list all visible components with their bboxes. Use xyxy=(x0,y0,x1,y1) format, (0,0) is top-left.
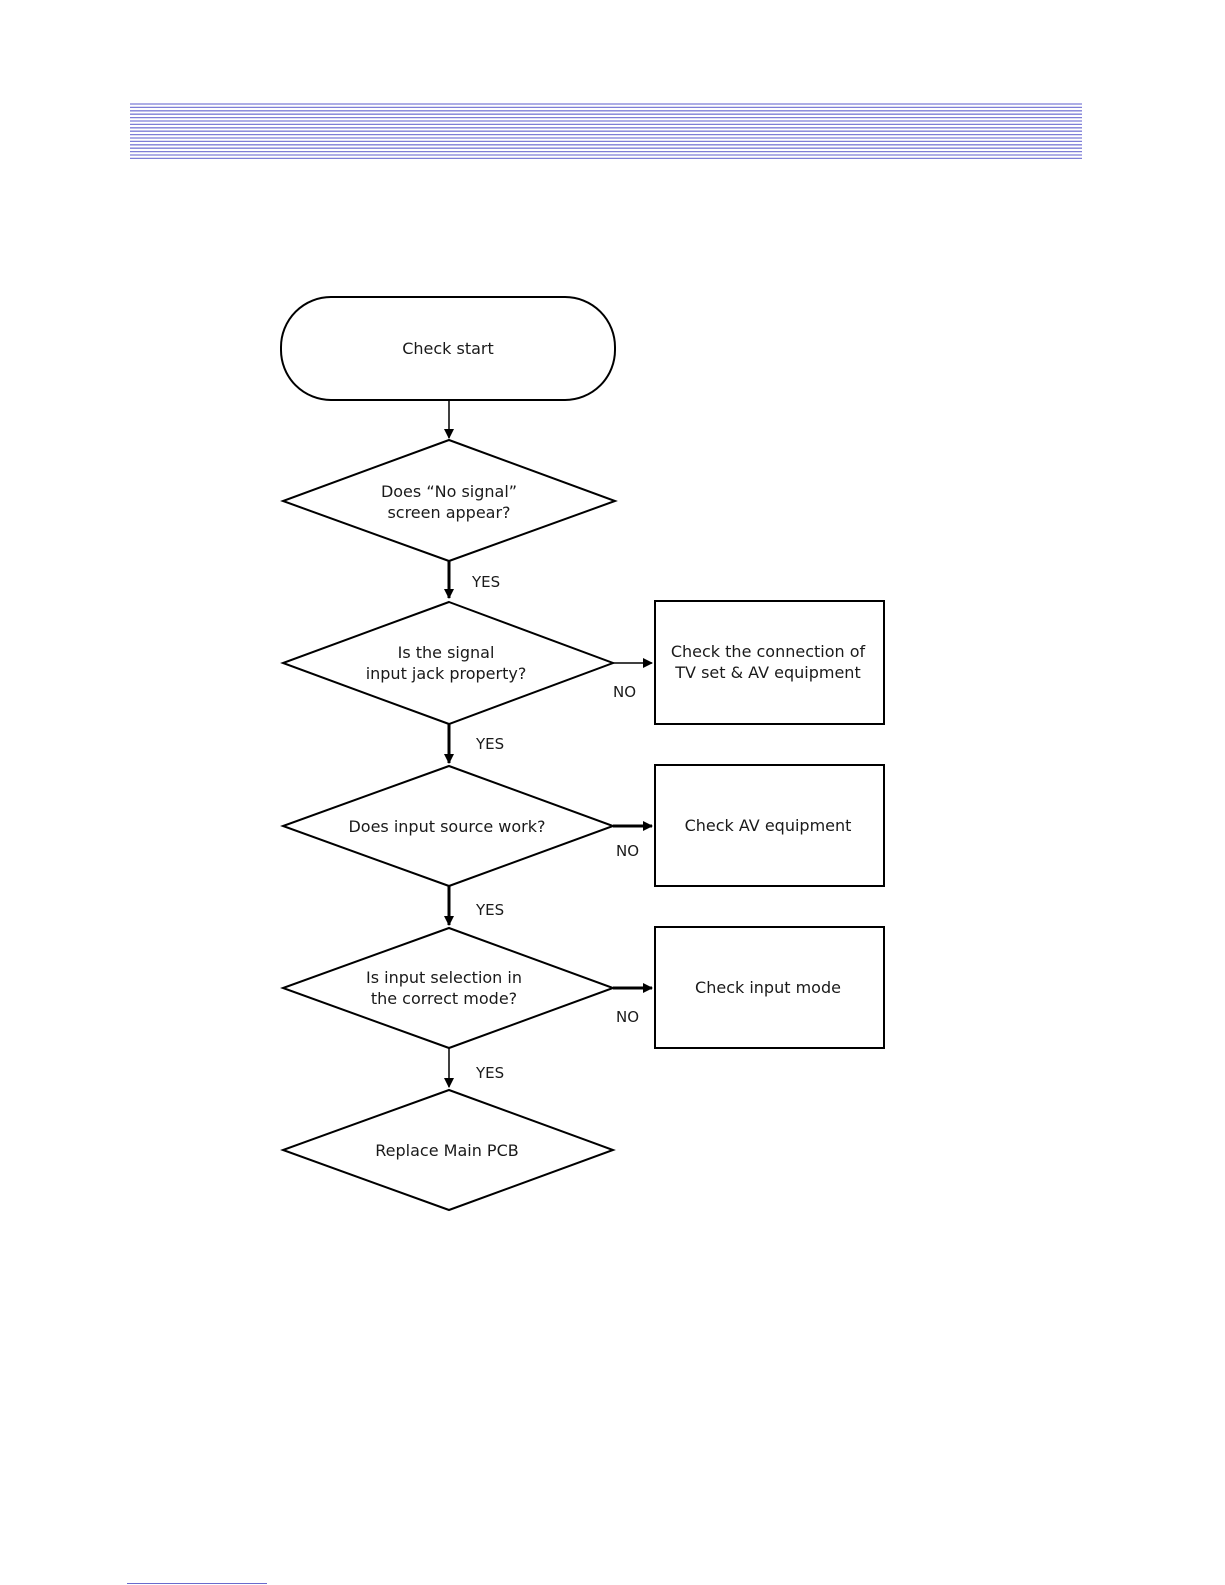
no-label-2: NO xyxy=(616,842,639,860)
decision-input-source-line-1: Does input source work? xyxy=(348,817,545,836)
decision-input-selection-line-2: the correct mode? xyxy=(371,989,517,1008)
start-terminal-label: Check start xyxy=(402,339,494,358)
action-check-connection-line-2: TV set & AV equipment xyxy=(674,663,860,682)
decision-input-selection: Is input selection in the correct mode? xyxy=(283,928,613,1048)
start-terminal: Check start xyxy=(281,297,615,400)
action-check-input-mode: Check input mode xyxy=(655,927,884,1048)
action-check-connection: Check the connection of TV set & AV equi… xyxy=(655,601,884,724)
decision-no-signal: Does “No signal” screen appear? xyxy=(283,440,615,561)
no-label-3: NO xyxy=(616,1008,639,1026)
decision-input-jack-line-2: input jack property? xyxy=(366,664,527,683)
action-check-input-mode-line-1: Check input mode xyxy=(695,978,841,997)
decision-no-signal-line-1: Does “No signal” xyxy=(381,482,517,501)
action-check-av: Check AV equipment xyxy=(655,765,884,886)
footer-rule xyxy=(127,1583,267,1584)
decision-no-signal-line-2: screen appear? xyxy=(387,503,510,522)
decision-input-jack-line-1: Is the signal xyxy=(398,643,495,662)
decision-input-selection-line-1: Is input selection in xyxy=(366,968,522,987)
yes-label-4: YES xyxy=(475,1064,504,1082)
yes-label-2: YES xyxy=(475,735,504,753)
decision-input-jack: Is the signal input jack property? xyxy=(283,602,613,724)
decision-replace-pcb: Replace Main PCB xyxy=(283,1090,613,1210)
decision-input-source: Does input source work? xyxy=(283,766,613,886)
no-label-1: NO xyxy=(613,683,636,701)
yes-label-1: YES xyxy=(471,573,500,591)
action-check-av-line-1: Check AV equipment xyxy=(685,816,852,835)
yes-label-3: YES xyxy=(475,901,504,919)
action-check-connection-line-1: Check the connection of xyxy=(671,642,866,661)
decision-replace-pcb-line-1: Replace Main PCB xyxy=(375,1141,518,1160)
